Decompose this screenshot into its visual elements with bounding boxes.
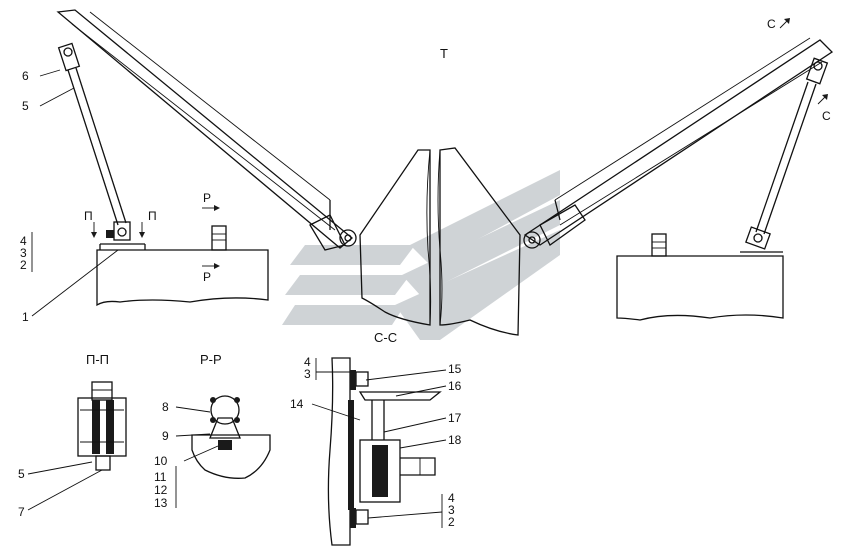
right-base: [616, 233, 784, 321]
callout-18: 18: [448, 433, 462, 447]
callout-5: 5: [22, 99, 29, 113]
callout-labels: Т C C П П Р Р П-П Р-Р С-С 6 5 4 3 2 1 5 …: [18, 17, 831, 529]
callout-15: 15: [448, 362, 462, 376]
label-view-t: Т: [440, 46, 448, 61]
label-view-c-side: C: [822, 109, 831, 123]
callout-cc-4a: 4: [304, 355, 311, 369]
right-strut: [745, 57, 829, 250]
leader-lines: [27, 69, 447, 528]
cut-arrows: [91, 18, 828, 269]
callout-17: 17: [448, 411, 462, 425]
center-plates: [359, 147, 521, 336]
detail-pp: [77, 381, 127, 471]
callout-14: 14: [290, 397, 304, 411]
label-section-r-bot: Р: [203, 270, 211, 284]
callout-9: 9: [162, 429, 169, 443]
label-section-p-a: П: [84, 209, 93, 223]
detail-rr: [191, 395, 271, 479]
callout-13: 13: [154, 496, 168, 510]
label-section-p-b: П: [148, 209, 157, 223]
callout-stack-2: 2: [20, 258, 27, 272]
callout-12: 12: [154, 483, 168, 497]
callout-cc-3a: 3: [304, 367, 311, 381]
label-section-r-top: Р: [203, 191, 211, 205]
title-section-pp: П-П: [86, 352, 109, 367]
callout-6: 6: [22, 69, 29, 83]
callout-cc-4b: 4: [448, 491, 455, 505]
callout-stack-4: 4: [20, 234, 27, 248]
callout-stack-3: 3: [20, 246, 27, 260]
detail-cc: [327, 357, 442, 546]
callout-1: 1: [22, 310, 29, 324]
callout-10: 10: [154, 454, 168, 468]
callout-cc-3b: 3: [448, 503, 455, 517]
title-section-cc: С-С: [374, 330, 397, 345]
callout-cc-2b: 2: [448, 515, 455, 529]
label-view-c-top: C: [767, 17, 776, 31]
callout-pp-7: 7: [18, 505, 25, 519]
left-arm: [56, 9, 357, 251]
title-section-rr: Р-Р: [200, 352, 222, 367]
callout-16: 16: [448, 379, 462, 393]
left-base: [96, 225, 269, 307]
right-arm: [523, 37, 834, 249]
callout-pp-5: 5: [18, 467, 25, 481]
left-strut: [57, 42, 131, 241]
callout-8: 8: [162, 400, 169, 414]
callout-11: 11: [154, 470, 167, 484]
